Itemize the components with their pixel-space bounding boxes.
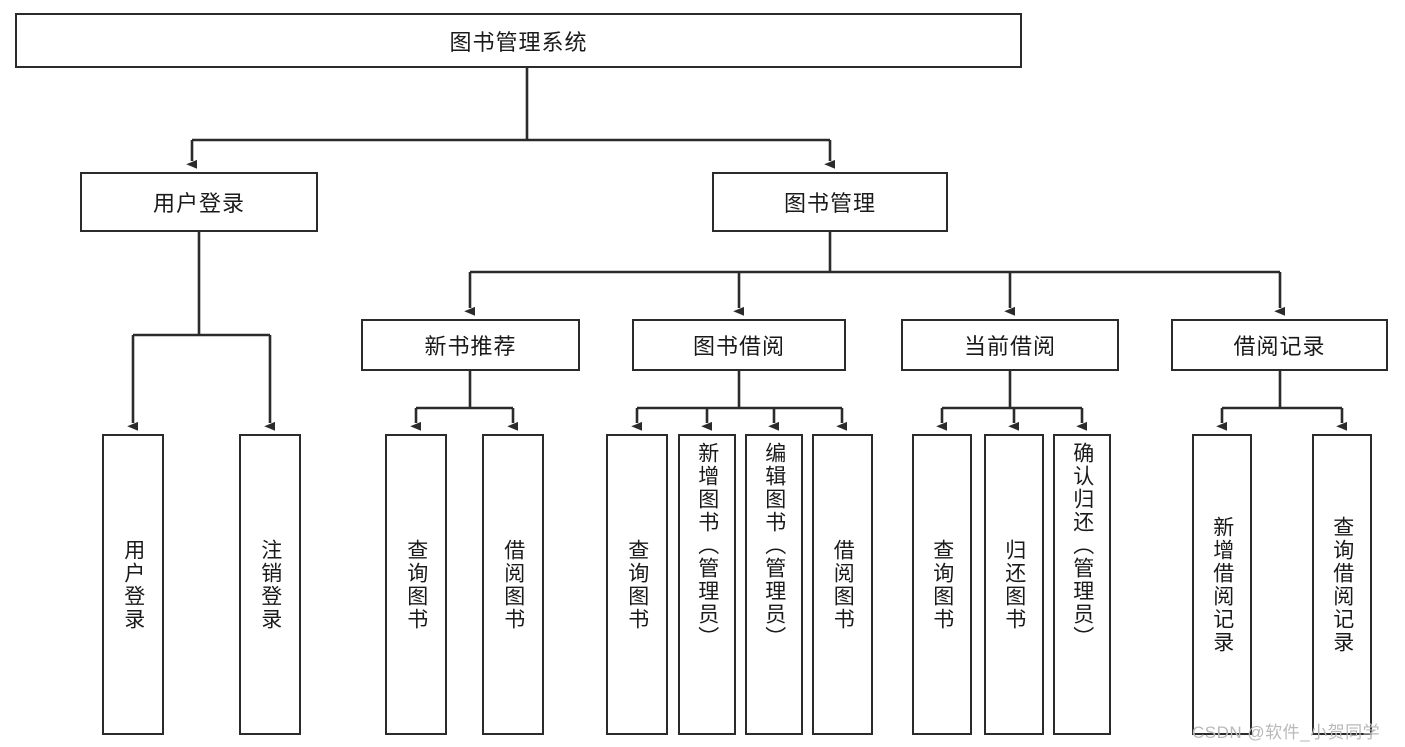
- node-leaf-10[interactable]: 归还图书: [984, 434, 1044, 735]
- node-leaf-label: 借阅图书: [831, 538, 855, 631]
- node-leaf-label: 注销登录: [258, 538, 282, 631]
- node-leaf-7[interactable]: 编辑图书（管理员）: [745, 434, 803, 735]
- node-leaf-label: 查询图书: [404, 538, 428, 631]
- node-leaf-4[interactable]: 借阅图书: [482, 434, 544, 735]
- node-leaf-label: 查询图书: [625, 538, 649, 631]
- node-level2-1[interactable]: 用户登录: [80, 172, 318, 232]
- node-level3-label: 新书推荐: [424, 334, 517, 359]
- node-leaf-label: 新增借阅记录: [1210, 515, 1234, 654]
- node-level3-2[interactable]: 图书借阅: [632, 319, 846, 371]
- node-leaf-1[interactable]: 用户登录: [102, 434, 164, 735]
- node-leaf-8[interactable]: 借阅图书: [812, 434, 873, 735]
- node-level3-label: 借阅记录: [1233, 334, 1326, 359]
- node-level2-label: 图书管理: [783, 191, 876, 216]
- node-leaf-3[interactable]: 查询图书: [385, 434, 447, 735]
- node-leaf-2[interactable]: 注销登录: [239, 434, 301, 735]
- node-leaf-13[interactable]: 查询借阅记录: [1312, 434, 1372, 735]
- node-leaf-9[interactable]: 查询图书: [912, 434, 972, 735]
- node-level3-3[interactable]: 当前借阅: [901, 319, 1119, 371]
- node-leaf-label: 用户登录: [121, 538, 145, 631]
- node-leaf-5[interactable]: 查询图书: [606, 434, 668, 735]
- node-level3-4[interactable]: 借阅记录: [1171, 319, 1388, 371]
- node-leaf-11[interactable]: 确认归还（管理员）: [1053, 434, 1111, 735]
- node-leaf-label: 确认归还（管理员）: [1070, 442, 1094, 649]
- node-leaf-12[interactable]: 新增借阅记录: [1192, 434, 1252, 735]
- node-leaf-label: 编辑图书（管理员）: [762, 442, 786, 649]
- node-leaf-label: 查询借阅记录: [1330, 515, 1354, 654]
- node-leaf-label: 新增图书（管理员）: [695, 442, 719, 649]
- node-leaf-label: 查询图书: [930, 538, 954, 631]
- node-leaf-6[interactable]: 新增图书（管理员）: [678, 434, 736, 735]
- node-level3-label: 图书借阅: [692, 334, 785, 359]
- node-leaf-label: 借阅图书: [501, 538, 525, 631]
- node-level2-2[interactable]: 图书管理: [712, 172, 948, 232]
- node-root[interactable]: 图书管理系统: [15, 13, 1022, 68]
- node-level3-label: 当前借阅: [963, 334, 1056, 359]
- node-level3-1[interactable]: 新书推荐: [361, 319, 580, 371]
- node-leaf-label: 归还图书: [1002, 538, 1026, 631]
- node-root-label: 图书管理系统: [449, 29, 588, 55]
- watermark: CSDN @软件_小贺同学: [1192, 723, 1381, 742]
- node-level2-label: 用户登录: [152, 191, 245, 216]
